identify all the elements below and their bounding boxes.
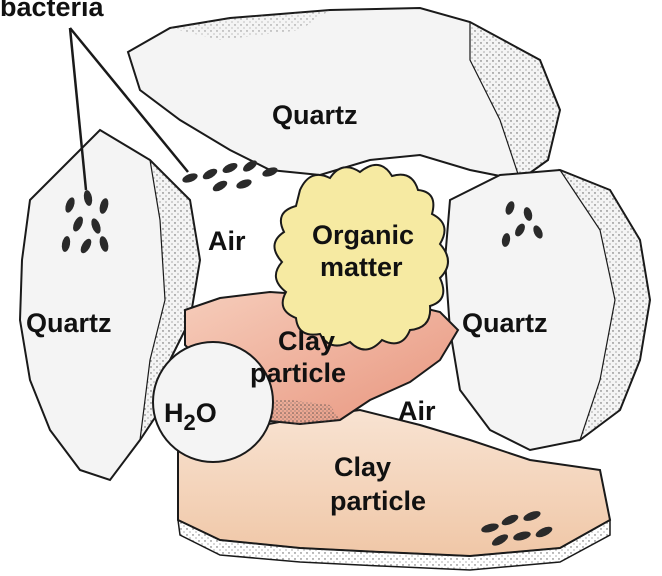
label-water-o: O <box>196 398 217 428</box>
label-water-h: H <box>164 398 184 428</box>
label-clay-upper-line2: particle <box>250 358 346 388</box>
label-air-upper: Air <box>208 226 246 256</box>
quartz-top <box>128 8 560 180</box>
label-clay-lower-line2: particle <box>330 486 426 516</box>
label-clay-upper-line1: Clay <box>278 326 335 356</box>
label-clay-lower-line1: Clay <box>334 452 391 482</box>
label-quartz-left: Quartz <box>26 308 112 338</box>
label-air-lower: Air <box>398 396 436 426</box>
label-water-sub: 2 <box>184 410 196 435</box>
label-bacteria: bacteria <box>0 0 105 22</box>
label-quartz-top: Quartz <box>272 100 358 130</box>
label-quartz-right: Quartz <box>462 308 548 338</box>
label-organic-line2: matter <box>320 252 403 282</box>
label-organic-line1: Organic <box>312 220 414 250</box>
